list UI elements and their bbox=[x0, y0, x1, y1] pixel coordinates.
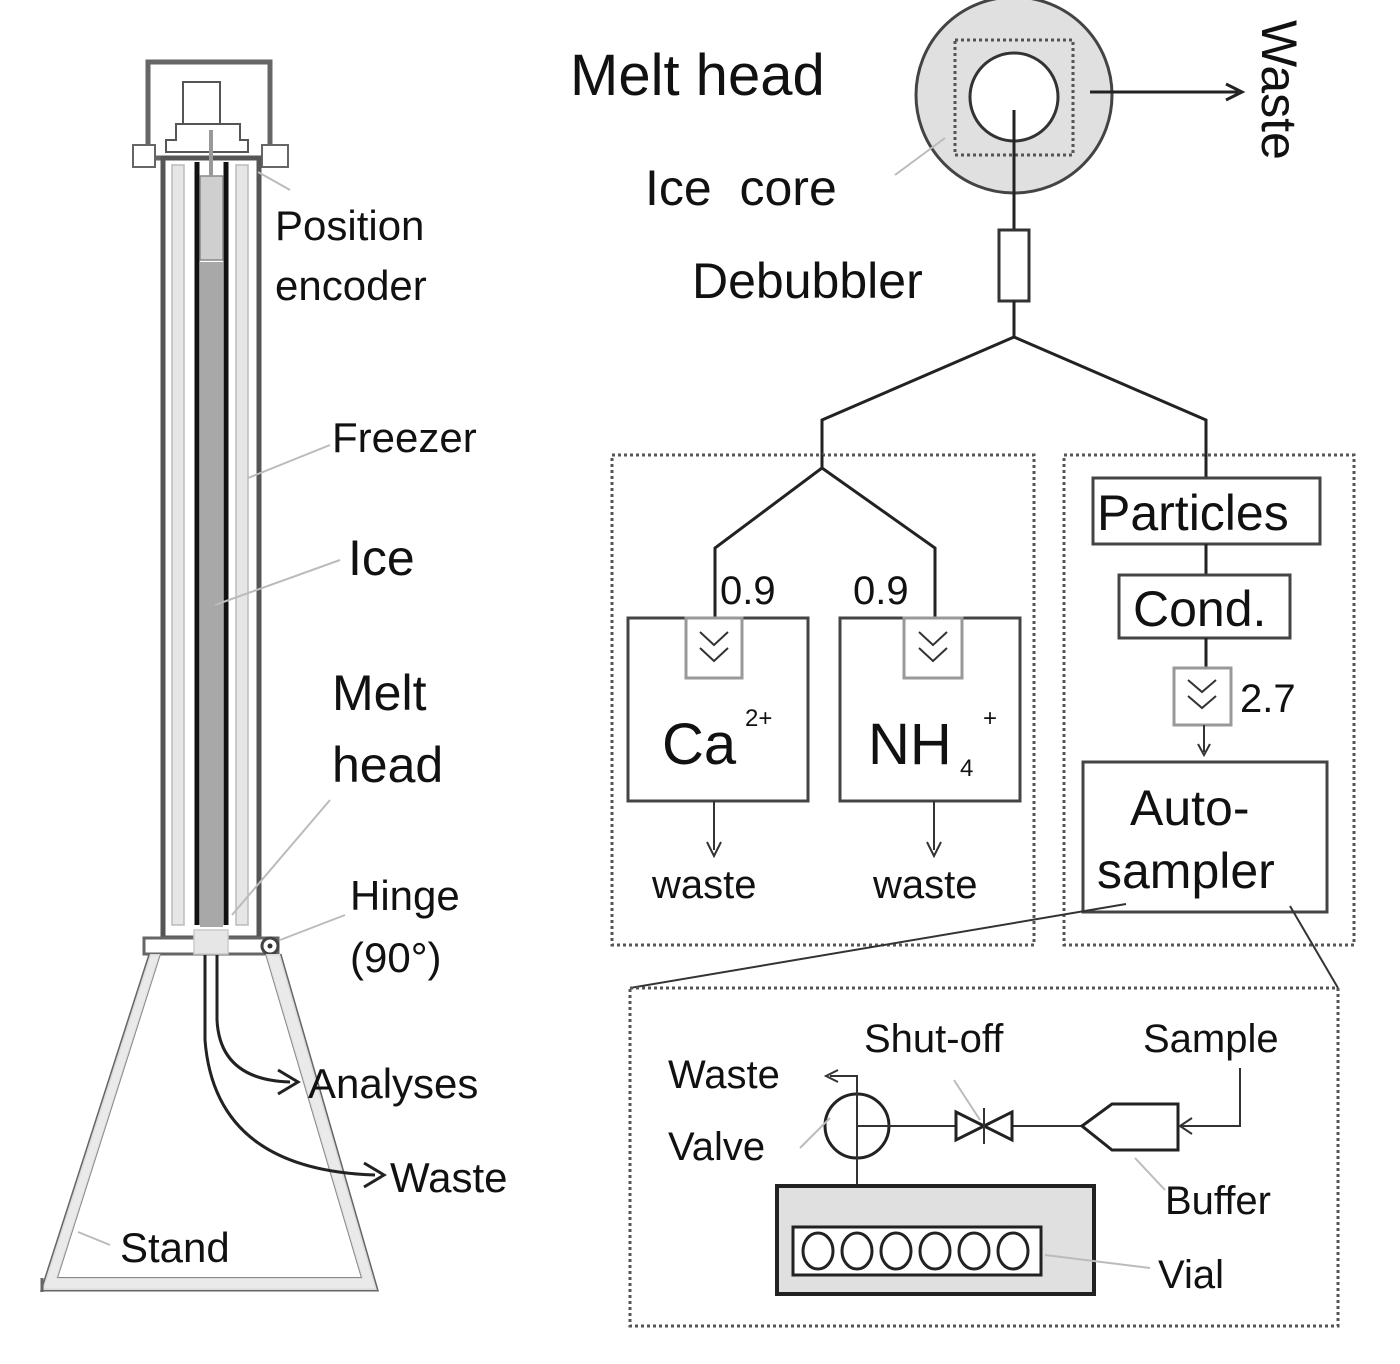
label-hinge: Hinge bbox=[350, 872, 460, 919]
particles-box bbox=[1091, 476, 1322, 546]
label-vial: Vial bbox=[1158, 1253, 1224, 1297]
ca-charge: 2+ bbox=[745, 705, 772, 732]
label-ice-core: Ice core bbox=[645, 160, 837, 216]
sample-arrow-icon bbox=[1178, 1117, 1193, 1135]
nh4-subscript: 4 bbox=[960, 755, 973, 782]
callout-line-left bbox=[629, 903, 1127, 989]
vial-icon bbox=[957, 1231, 991, 1271]
nh4-flow-rate: 0.9 bbox=[853, 569, 909, 613]
label-hinge-angle: (90°) bbox=[350, 934, 442, 981]
sampler-arrow-icon bbox=[1197, 743, 1211, 758]
label-detail-waste: Waste bbox=[668, 1053, 780, 1097]
label-debubbler: Debubbler bbox=[692, 253, 923, 309]
vials bbox=[801, 1231, 1030, 1271]
label-particles: Particles bbox=[1097, 485, 1289, 541]
sampler-pump-icon bbox=[1172, 666, 1233, 727]
split-lines bbox=[820, 335, 1208, 480]
freezer-wall-left bbox=[171, 164, 185, 926]
sampler-module-frame bbox=[1062, 453, 1356, 947]
nh4-arrow-icon bbox=[926, 841, 942, 859]
buffer-icon bbox=[1079, 1102, 1180, 1152]
label-analyses: Analyses bbox=[308, 1060, 478, 1107]
vial-icon bbox=[996, 1231, 1030, 1271]
label-melt-head: Melt head bbox=[570, 43, 825, 108]
valve-waste-arrow-icon bbox=[823, 1069, 839, 1083]
arrow-waste-top-icon bbox=[1225, 82, 1246, 102]
ion-module bbox=[610, 453, 1036, 947]
label-valve: Valve bbox=[668, 1125, 765, 1169]
autosampler-box bbox=[1081, 760, 1329, 914]
arrow-analyses-icon bbox=[277, 1068, 301, 1096]
sampler-module bbox=[1062, 453, 1356, 947]
label-buffer: Buffer bbox=[1165, 1179, 1271, 1223]
label-shutoff: Shut-off bbox=[864, 1017, 1004, 1061]
vial-icon bbox=[918, 1231, 952, 1271]
arrow-waste-icon bbox=[363, 1161, 387, 1189]
ca-waste-label: waste bbox=[651, 863, 757, 907]
ca-pump-icon bbox=[684, 616, 744, 680]
melt-head-top-view bbox=[820, 0, 1246, 480]
tube-analyses bbox=[215, 955, 291, 1084]
ca-flow-rate: 0.9 bbox=[720, 569, 776, 613]
autosampler-detail-frame bbox=[628, 986, 1340, 1328]
tube-waste bbox=[203, 955, 376, 1177]
ca-arrow-icon bbox=[706, 841, 722, 859]
melt-head-block bbox=[193, 929, 229, 955]
label-auto: Auto- bbox=[1130, 780, 1250, 836]
label-melt: Melt bbox=[332, 665, 427, 721]
vial-icon bbox=[801, 1231, 835, 1271]
sampler-flow-rate: 2.7 bbox=[1240, 677, 1296, 721]
nh4-pump-icon bbox=[902, 616, 964, 680]
label-stand: Stand bbox=[120, 1224, 230, 1271]
cond-box bbox=[1117, 573, 1292, 640]
flange-right bbox=[261, 144, 289, 168]
encoder-mount bbox=[165, 123, 249, 153]
label-freezer: Freezer bbox=[332, 414, 477, 461]
label-cond: Cond. bbox=[1133, 581, 1266, 637]
flange-left bbox=[132, 144, 156, 168]
label-waste-top: Waste bbox=[1251, 20, 1307, 160]
ice-core bbox=[200, 262, 223, 927]
debubbler-icon bbox=[997, 228, 1031, 303]
freezer-wall-right bbox=[235, 164, 249, 926]
label-head: head bbox=[332, 737, 443, 793]
label-waste-left: Waste bbox=[390, 1154, 507, 1201]
weight-rod bbox=[199, 175, 224, 261]
label-sample: Sample bbox=[1143, 1017, 1279, 1061]
label-encoder: encoder bbox=[275, 262, 427, 309]
callout-line-right bbox=[1289, 905, 1339, 989]
vial-icon bbox=[840, 1231, 874, 1271]
label-position: Position bbox=[275, 202, 424, 249]
autosampler-detail bbox=[628, 986, 1340, 1328]
encoder-block bbox=[182, 81, 221, 125]
vial-icon bbox=[879, 1231, 913, 1271]
melter-tower bbox=[39, 59, 387, 1292]
ice-core-outline bbox=[953, 38, 1075, 157]
nh4-label: NH bbox=[868, 712, 952, 777]
nh4-waste-label: waste bbox=[872, 863, 978, 907]
label-sampler: sampler bbox=[1097, 843, 1275, 899]
nh4-charge: + bbox=[983, 705, 997, 732]
ca-label: Ca bbox=[662, 712, 737, 777]
label-ice: Ice bbox=[348, 530, 415, 586]
